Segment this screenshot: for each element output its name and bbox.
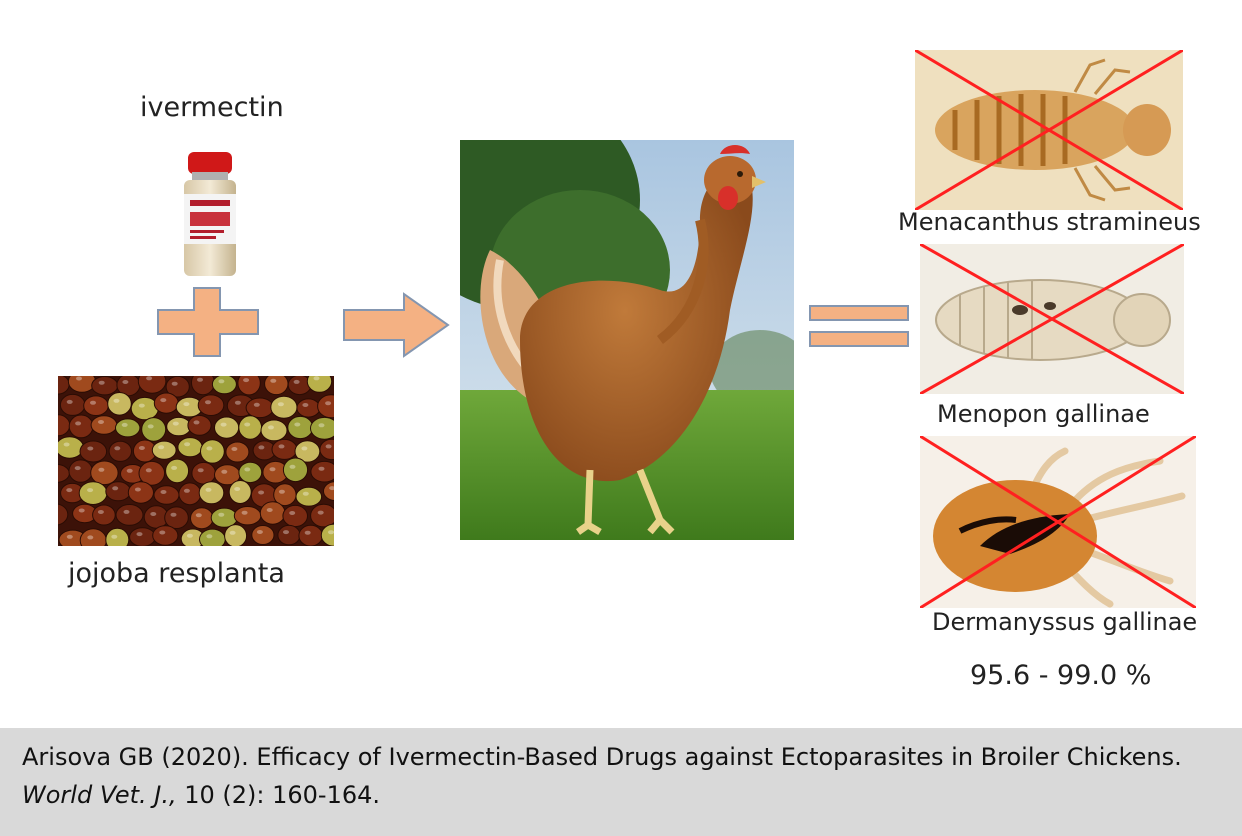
arrow-right-icon (343, 292, 450, 358)
hen-image (460, 140, 794, 540)
jojoba-fruits-image (58, 376, 334, 546)
citation-journal: World Vet. J., (22, 781, 177, 809)
parasite-image-menacanthus (915, 50, 1183, 210)
jojoba-label: jojoba resplanta (68, 558, 285, 589)
citation-banner: Arisova GB (2020). Efficacy of Ivermecti… (0, 728, 1242, 836)
parasite-image-menopon (920, 244, 1184, 394)
equals-icon (809, 305, 909, 347)
citation-text: Arisova GB (2020). Efficacy of Ivermecti… (22, 738, 1222, 814)
plus-icon (157, 287, 259, 357)
parasite-image-dermanyssus (920, 436, 1196, 608)
citation-authors-title: Arisova GB (2020). Efficacy of Ivermecti… (22, 743, 1182, 771)
efficacy-value: 95.6 - 99.0 % (970, 660, 1152, 691)
citation-volume-pages: 10 (2): 160-164. (176, 781, 381, 809)
ivermectin-label: ivermectin (140, 92, 284, 123)
parasite-label-menacanthus: Menacanthus stramineus (898, 208, 1201, 236)
parasite-label-dermanyssus: Dermanyssus gallinae (932, 608, 1198, 636)
ivermectin-vial-image (180, 150, 240, 280)
parasite-label-menopon: Menopon gallinae (937, 400, 1150, 428)
